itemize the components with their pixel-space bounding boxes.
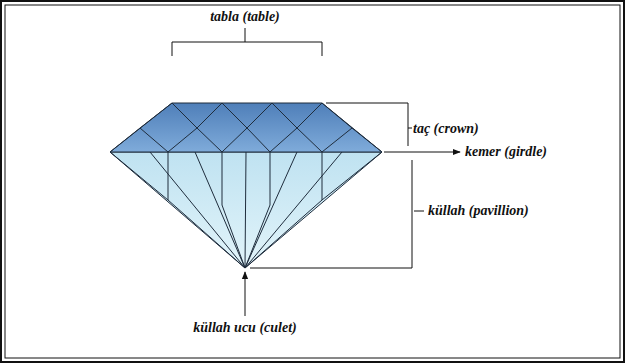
facet-line <box>195 152 245 268</box>
crown-shape <box>110 103 382 152</box>
pavilion-shape <box>110 152 382 268</box>
facet-line <box>245 152 297 268</box>
facet-line <box>245 205 270 268</box>
facet-line <box>322 152 323 200</box>
part-label: tabla (table) <box>210 9 280 25</box>
part-label: küllah ucu (culet) <box>193 320 296 336</box>
facet-line <box>352 128 382 152</box>
facet-line <box>222 152 223 205</box>
facet-line <box>197 128 222 152</box>
facet-line <box>322 103 352 128</box>
facet-line <box>322 128 352 152</box>
facet-line <box>247 103 272 128</box>
facet-line <box>172 103 197 128</box>
part-label: küllah (pavillion) <box>428 203 529 219</box>
facet-line <box>270 152 271 205</box>
facet-line <box>168 152 169 200</box>
facet-line <box>222 205 245 268</box>
facet-line <box>247 128 270 152</box>
facet-line <box>272 103 297 128</box>
facet-line <box>222 128 247 152</box>
facet-line <box>245 152 246 268</box>
facet-line <box>245 152 342 268</box>
facet-line <box>297 128 322 152</box>
facet-line <box>222 103 247 128</box>
facet-line <box>322 152 382 200</box>
facet-line <box>140 128 168 152</box>
part-label: taç (crown) <box>413 121 479 137</box>
facet-line <box>245 200 322 268</box>
facet-line <box>110 128 140 152</box>
facet-line <box>297 103 322 128</box>
inner-frame <box>5 5 620 358</box>
facet-lines <box>110 103 382 268</box>
part-label: kemer (girdle) <box>465 144 547 160</box>
facet-line <box>110 152 168 200</box>
facet-line <box>150 152 245 268</box>
facet-line <box>197 103 222 128</box>
facet-line <box>270 128 297 152</box>
facet-line <box>140 103 172 128</box>
leader-lines <box>172 28 460 316</box>
facet-line <box>168 128 197 152</box>
facet-line <box>168 200 245 268</box>
